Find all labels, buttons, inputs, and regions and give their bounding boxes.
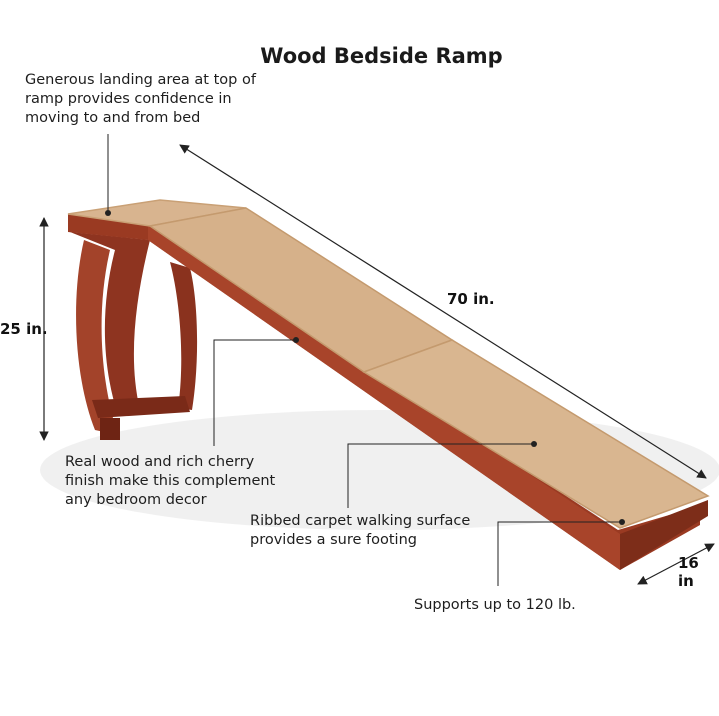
wood-support-frame [70, 232, 198, 440]
width-label: 16 in [678, 554, 699, 590]
length-label: 70 in. [447, 290, 495, 308]
length-dimension-line [179, 144, 707, 479]
wood-finish-callout: Real wood and rich cherry finish make th… [65, 454, 276, 508]
width-dimension-line [637, 543, 715, 585]
landing-area-callout: Generous landing area at top of ramp pro… [25, 72, 256, 126]
weight-capacity-callout: Supports up to 120 lb. [414, 597, 576, 613]
carpet-surface-callout: Ribbed carpet walking surface provides a… [250, 513, 471, 548]
page-title: Wood Bedside Ramp [260, 44, 503, 68]
callout-leaders [107, 134, 622, 586]
callout-dots [105, 210, 625, 525]
height-label: 25 in. [0, 320, 48, 338]
